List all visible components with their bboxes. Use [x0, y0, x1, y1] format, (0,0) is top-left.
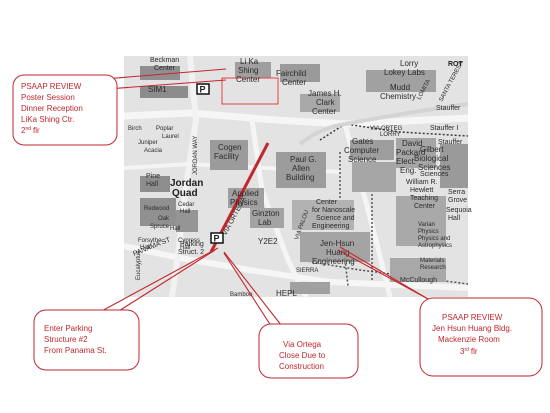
jordan-way-label: JORDAN WAY: [193, 136, 199, 175]
poplar-label: Poplar: [156, 126, 173, 132]
callout-top-line-3: Dinner Reception: [21, 104, 83, 113]
callout-parking-line-3: From Panama St.: [44, 346, 107, 355]
sciences-label: Sciences: [420, 171, 449, 178]
parking-icon-bottom[interactable]: P: [210, 232, 224, 244]
callout-parking-line-2: Structure #2: [44, 335, 88, 344]
callout-parking-line-1: Enter Parking: [44, 324, 92, 333]
stauffer-label-1: Stauffer: [436, 105, 461, 112]
callout-parking-structure[interactable]: Enter Parking Structure #2 From Panama S…: [33, 309, 140, 371]
buildings: [140, 62, 468, 294]
stauffer-label-2: Stauffer I: [430, 125, 458, 132]
spruce-label: Spruce: [150, 224, 170, 230]
callout-bottom-line-3: Mackenzie Room: [438, 335, 500, 344]
hall-label: Hall: [170, 226, 180, 232]
oak-label: Oak: [158, 216, 170, 222]
juniper-label: Juniper: [138, 140, 158, 146]
hepl-label: HEPL: [276, 289, 297, 298]
callout-psaap-review-jen-hsun[interactable]: PSAAP REVIEW Jen Hsun Huang Bldg. Macken…: [419, 297, 543, 377]
callout-bottom-line-1: PSAAP REVIEW: [442, 313, 503, 322]
rotc-label: ROT: [448, 61, 464, 68]
acacia-label: Acacia: [144, 148, 163, 154]
svg-text:P: P: [214, 234, 220, 244]
redwood-label: Redwood: [144, 206, 169, 212]
laurel-label: Laurel: [162, 134, 179, 140]
callout-ortega-line-3: Construction: [279, 362, 324, 371]
callout-top-line-4: LiKa Shing Ctr.: [21, 115, 74, 124]
bamboo-label: Bamboo: [230, 292, 253, 298]
callout-top-line-2: Poster Session: [21, 93, 75, 102]
callout-ortega-line-1: Via Ortega: [283, 340, 322, 349]
callout-top-line-1: PSAAP REVIEW: [21, 82, 82, 91]
svg-text:P: P: [200, 85, 206, 95]
lorry-road-label: LORRY: [380, 132, 401, 138]
birch-label: Birch: [128, 126, 142, 132]
via-orteg-road-label: VIA ORTEG: [370, 126, 403, 132]
callout-via-ortega-closure[interactable]: Via Ortega Close Due to Construction: [258, 323, 359, 379]
callout-ortega-line-2: Close Due to: [279, 351, 326, 360]
stauffer-label-3: Stauffer: [438, 139, 463, 146]
sim1-label: SIM1: [148, 85, 167, 94]
parking-icon-top[interactable]: P: [196, 83, 210, 95]
mccullough-label: McCullough: [400, 277, 437, 284]
callout-bottom-line-2: Jen Hsun Huang Bldg.: [432, 324, 512, 333]
eucalyptus-label: Eucalyptus: [136, 251, 142, 280]
y2e2-label: Y2E2: [258, 237, 278, 246]
sierra-label: SIERRA: [296, 268, 318, 274]
callout-psaap-review-lika-shing[interactable]: PSAAP REVIEW Poster Session Dinner Recep…: [12, 74, 118, 146]
